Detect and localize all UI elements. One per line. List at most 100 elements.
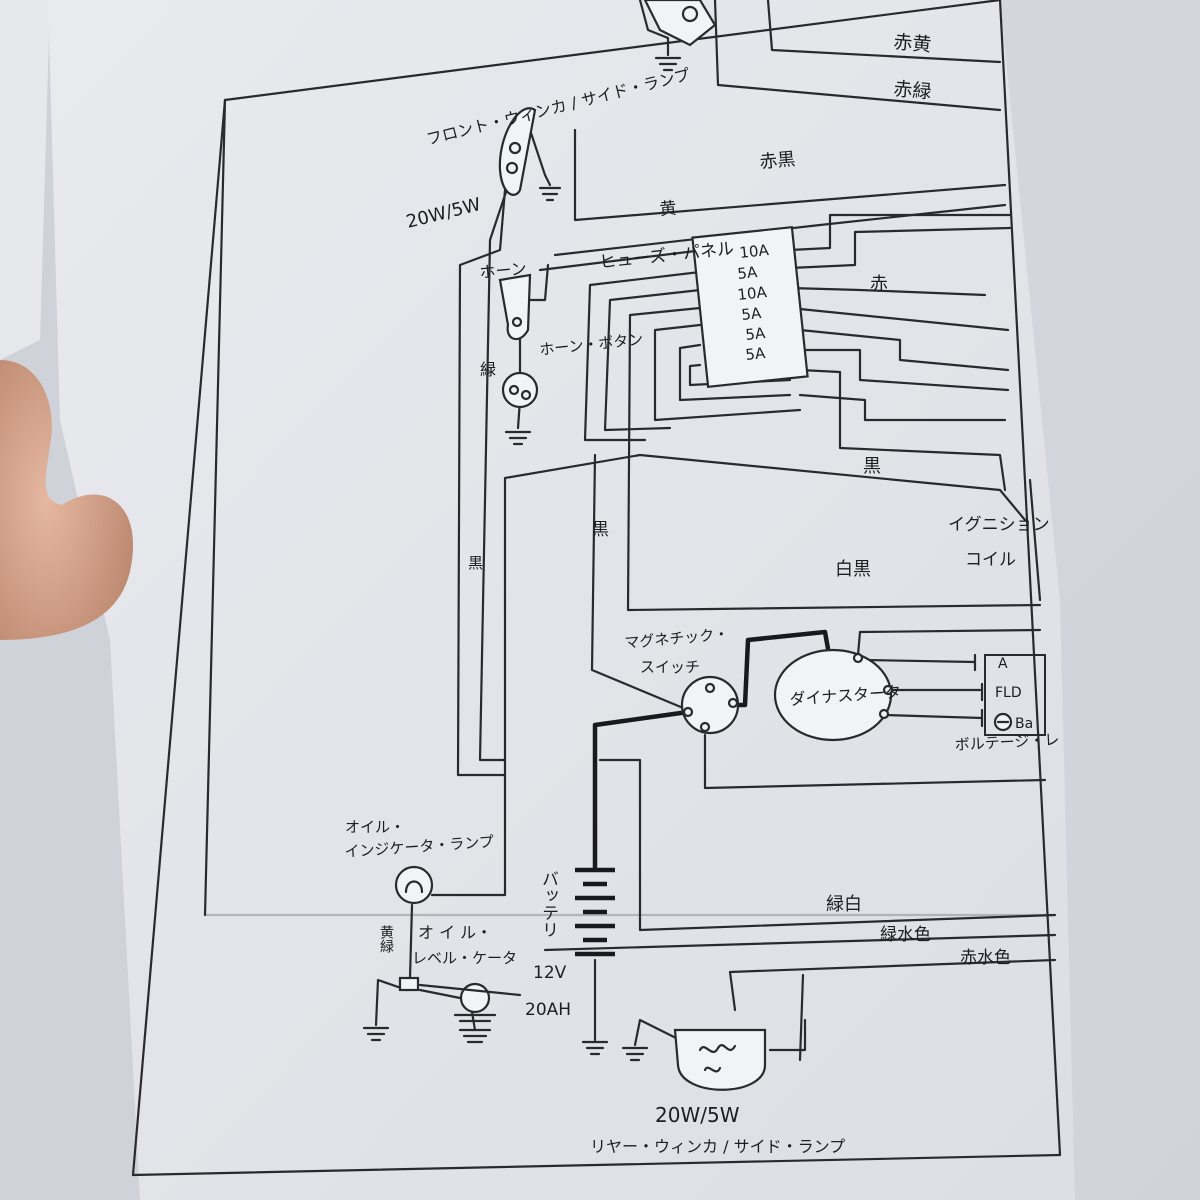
finger <box>0 360 134 640</box>
ground-icon <box>538 186 562 202</box>
wire-fuse-left-1 <box>583 270 702 442</box>
rear-winker-label: リヤー・ウィンカ / サイド・ランプ <box>590 1137 845 1156</box>
wire-horn-supply <box>538 246 722 272</box>
wire-left-trunk <box>456 188 507 777</box>
wire-label-red-black: 赤黒 <box>759 149 797 173</box>
wire-red-black <box>573 128 1007 222</box>
oil-indicator-label-1: オイル・ <box>345 818 405 836</box>
regulator-fld-label: FLD <box>995 685 1022 701</box>
wire-label-green: 緑 <box>480 360 496 379</box>
ground-icon <box>362 1026 390 1042</box>
wire-fuse-left-5 <box>678 343 792 402</box>
fuse-label: 5A <box>745 344 767 364</box>
wire-front-lamp-lead <box>478 163 517 762</box>
wire-starter-a <box>863 658 977 664</box>
wire-green-white <box>598 758 1057 932</box>
wire-white-black <box>626 306 1042 612</box>
fuse-label: 5A <box>741 304 763 324</box>
wire-oil-ground-left <box>374 978 409 1027</box>
top-lamp-icon <box>643 0 717 47</box>
wire-fuse-right-6 <box>798 348 1010 392</box>
wire-starter-top <box>856 628 1042 657</box>
ground-icon <box>581 1040 609 1056</box>
ground-icon <box>654 56 682 72</box>
ground-icon <box>621 1046 649 1062</box>
wire-label-white-black: 白黒 <box>835 559 871 580</box>
frame-bottom <box>131 1153 1062 1177</box>
cable-switch-to-starter <box>735 629 833 708</box>
wire-fuse-left-2 <box>603 288 702 432</box>
wires <box>374 0 1057 1062</box>
wire-label-black-mid: 黒 <box>863 456 881 477</box>
oil-level-gauge-icon <box>398 976 522 1023</box>
cable-battery-positive <box>592 709 689 870</box>
wire-black-long <box>503 453 1027 777</box>
wire-label-black-left: 黒 <box>468 554 483 572</box>
battery-ah-label: 20AH <box>525 1000 571 1020</box>
wire-fuse-right-1 <box>788 213 1012 252</box>
ground-icon <box>458 1028 492 1044</box>
wire-switch-bottom <box>703 733 1047 790</box>
wire-front-lamp-ground <box>528 128 552 187</box>
wire-black-vertical <box>590 453 690 712</box>
wire-label-red: 赤 <box>870 274 888 295</box>
wire-fuse-right-2 <box>788 226 1012 270</box>
ground-icon <box>504 430 532 446</box>
wire-green-lightblue <box>543 933 1057 952</box>
wire-yellow-green <box>408 903 414 980</box>
voltage-regulator <box>973 653 1046 736</box>
underlying-page <box>0 0 50 360</box>
horn-icon <box>498 273 532 341</box>
wire-red-yellow <box>766 0 1002 64</box>
ignition-coil-label-1: イグニション <box>948 515 1050 535</box>
battery-volt-label: 12V <box>533 963 567 983</box>
rear-watt-label: 20W/5W <box>655 1103 740 1127</box>
fuse-label: 10A <box>737 283 769 304</box>
wire-starter-ba <box>883 713 984 720</box>
fuse-panel <box>691 225 809 389</box>
ground-symbols <box>362 56 682 1062</box>
rear-winker-lamp-icon <box>673 1028 767 1091</box>
magnetic-switch-label-2: スイッチ <box>640 658 700 676</box>
horn-button-icon[interactable] <box>501 371 539 409</box>
fuse-label: 10A <box>739 241 771 262</box>
wire-label-red-yellow: 赤黄 <box>893 31 933 56</box>
wire-red-green <box>713 0 1002 112</box>
horn-label: ホーン <box>479 259 528 282</box>
wire-label-red-lightblue: 赤水色 <box>960 948 1011 968</box>
wire-fuse-right-4 <box>788 306 1010 332</box>
wire-label-red-green: 赤緑 <box>893 78 933 103</box>
voltage-regulator-label: ボルテージ・レ <box>954 731 1060 754</box>
wire-fuse-right-8 <box>798 393 1007 422</box>
frame-right <box>998 0 1062 1157</box>
wire-black-mid <box>798 368 1007 492</box>
oil-level-label-2: レベル・ケータ <box>412 949 517 967</box>
fuse-label: 5A <box>737 263 759 283</box>
frame-outer-left <box>131 98 227 1177</box>
frame-top <box>223 0 1002 102</box>
oil-indicator-lamp-icon <box>394 865 434 905</box>
regulator-a-label: A <box>998 656 1008 672</box>
dynastarter-icon <box>773 648 894 742</box>
paper-sheet <box>48 0 1200 1200</box>
wire-horn-top <box>523 263 550 302</box>
wire-fuse-left-4 <box>653 323 802 422</box>
wire-rear-lead <box>768 1018 807 1052</box>
battery-icon <box>575 867 615 957</box>
oil-level-label-1: オ イ ル・ <box>418 923 492 942</box>
regulator-ba-label: Ba <box>1015 716 1033 732</box>
ignition-coil-label-2: コイル <box>965 550 1016 570</box>
magnetic-switch-icon <box>680 675 740 735</box>
wire-red-lightblue <box>728 958 1057 1062</box>
ignition-coil-icon <box>1028 478 1042 602</box>
wire-label-yellow-green: 黄緑 <box>378 924 394 953</box>
wire-yellow <box>553 203 1007 257</box>
wire-label-green-lightblue: 緑水色 <box>880 925 931 945</box>
wire-red <box>788 286 987 297</box>
front-winker-lamp-icon <box>498 107 537 196</box>
wire-oil-indicator <box>430 773 507 897</box>
wire-fuse-right-5 <box>798 328 1010 372</box>
fuse-label: 5A <box>745 324 767 344</box>
wire-label-black-vertical: 黒 <box>588 520 609 537</box>
